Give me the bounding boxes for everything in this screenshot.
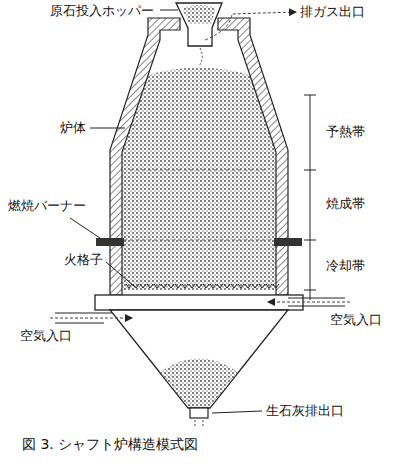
grate-bar [217, 284, 223, 288]
air-inlet-label: 空気入口 [20, 328, 72, 344]
grate-bar [224, 284, 230, 288]
grate-bar [259, 284, 265, 288]
grate-bar [210, 284, 216, 288]
grate-bar [231, 284, 237, 288]
grate-bar [161, 284, 167, 288]
grate-label: 火格子 [64, 252, 103, 268]
grate-bar [182, 284, 188, 288]
outlet-label: 生石灰排出口 [266, 403, 344, 419]
zone-label: 冷却帯 [326, 258, 365, 274]
grate-bar [189, 284, 195, 288]
grate-bar [252, 284, 258, 288]
grate-bar [168, 284, 174, 288]
zone-label: 焼成帯 [326, 196, 365, 212]
grate-bar [147, 284, 153, 288]
grate-bar [273, 284, 279, 288]
grate-bar [126, 284, 132, 288]
air-inlet-label: 空気入口 [330, 312, 382, 328]
grate-bar [238, 284, 244, 288]
grate-bar [140, 284, 146, 288]
body-label: 炉体 [60, 120, 86, 136]
grate-bar [203, 284, 209, 288]
grate-bar [154, 284, 160, 288]
grate-bar [175, 284, 181, 288]
hopper-label: 原石投入ホッパー [50, 3, 154, 19]
grate-bar [196, 284, 202, 288]
figure-caption: 図 3. シャフト炉構造模式図 [22, 436, 198, 453]
burner-label: 燃焼バーナー [8, 198, 86, 214]
exhaust-label: 排ガス出口 [300, 4, 365, 20]
grate-bar [245, 284, 251, 288]
grate-bar [266, 284, 272, 288]
zone-label: 予熱帯 [326, 124, 365, 140]
